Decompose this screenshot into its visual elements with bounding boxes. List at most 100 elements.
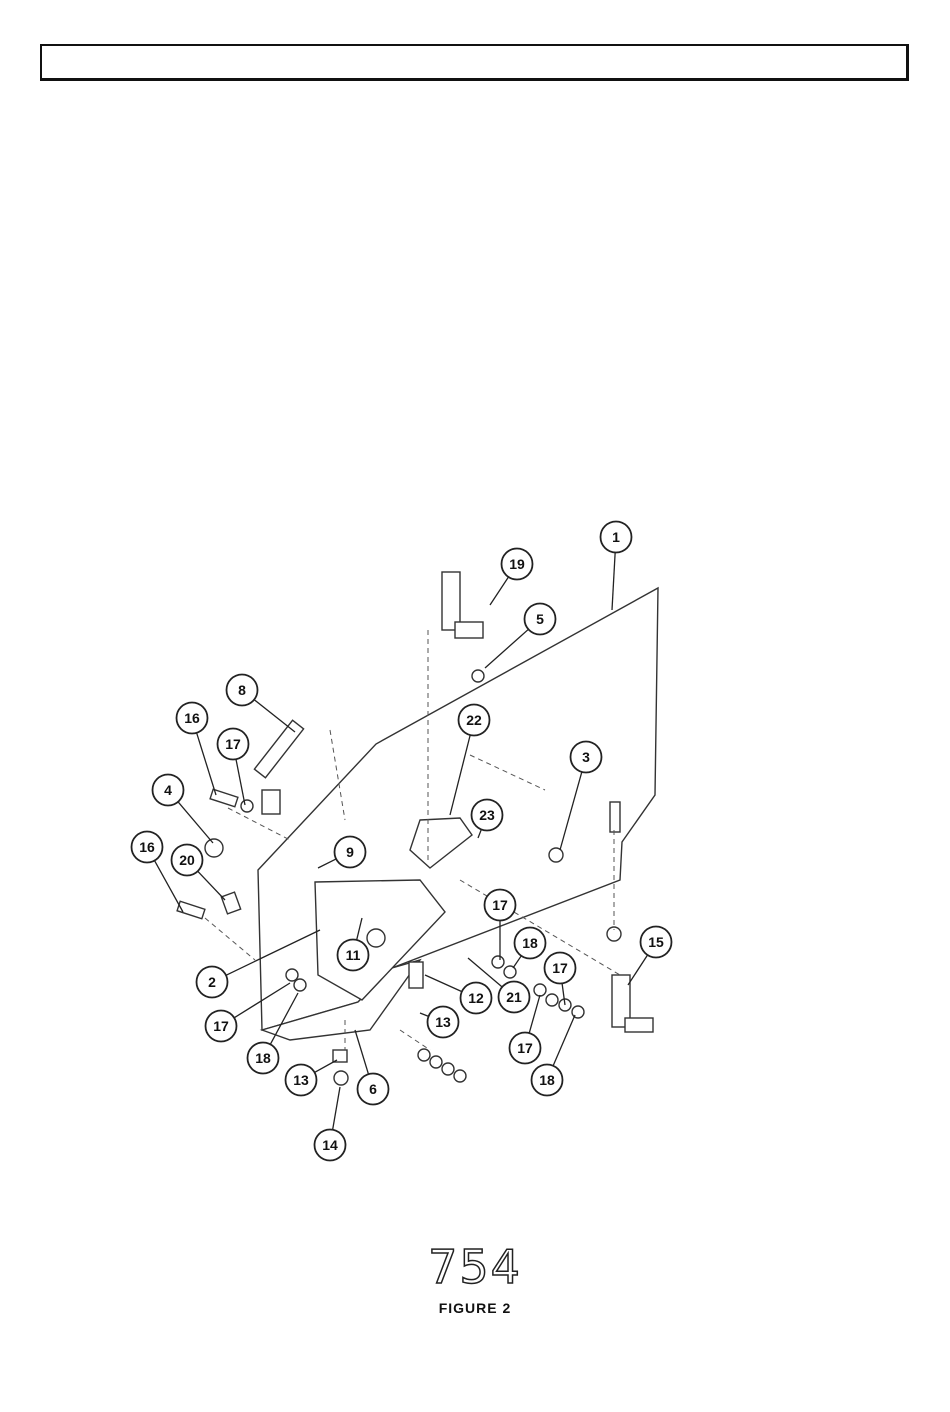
callout-4: 4	[153, 775, 184, 806]
washer-17-lower	[294, 979, 306, 991]
callout-label: 15	[648, 934, 664, 950]
callout-17: 17	[206, 1011, 237, 1042]
callout-label: 17	[552, 960, 568, 976]
callout-16: 16	[132, 832, 163, 863]
callout-6: 6	[358, 1074, 389, 1105]
callout-label: 14	[322, 1137, 338, 1153]
callout-leader-line	[315, 1060, 337, 1072]
callout-22: 22	[459, 705, 490, 736]
callout-1: 1	[601, 522, 632, 553]
gear-4	[205, 839, 223, 857]
callout-18: 18	[515, 928, 546, 959]
callout-23: 23	[472, 800, 503, 831]
roller-11	[367, 929, 385, 947]
callout-label: 18	[522, 935, 538, 951]
callout-leader-line	[513, 956, 521, 968]
nut-bottom-2	[430, 1056, 442, 1068]
callout-label: 17	[517, 1040, 533, 1056]
alignment-line	[400, 1030, 430, 1050]
callout-leader-line	[333, 1087, 340, 1130]
spacer-5	[472, 670, 484, 682]
callout-label: 16	[184, 710, 200, 726]
washer-right-3	[534, 984, 546, 996]
callout-17: 17	[218, 729, 249, 760]
callout-16: 16	[177, 703, 208, 734]
callout-8: 8	[227, 675, 258, 706]
spacer-20	[221, 892, 240, 914]
callout-18: 18	[532, 1065, 563, 1096]
callout-leader-line	[355, 1030, 368, 1074]
connector-19	[442, 572, 460, 630]
callout-17: 17	[510, 1033, 541, 1064]
callout-11: 11	[338, 940, 369, 971]
callout-leader-line	[553, 1015, 575, 1066]
callout-label: 11	[346, 947, 361, 963]
screw-16-top	[210, 789, 238, 807]
callout-leader-line	[490, 577, 508, 605]
callout-label: 17	[492, 897, 508, 913]
stud-right	[610, 802, 620, 832]
nut-bottom-1	[418, 1049, 430, 1061]
stud-12	[409, 962, 423, 988]
callout-20: 20	[172, 845, 203, 876]
callout-label: 22	[466, 712, 482, 728]
callout-5: 5	[525, 604, 556, 635]
callout-label: 5	[536, 611, 544, 627]
callout-3: 3	[571, 742, 602, 773]
callout-label: 3	[582, 749, 590, 765]
callout-leader-line	[485, 629, 528, 668]
callout-label: 13	[293, 1072, 309, 1088]
callout-14: 14	[315, 1130, 346, 1161]
callout-label: 23	[479, 807, 495, 823]
callout-leader-line	[529, 995, 540, 1033]
figure-caption: FIGURE 2	[0, 1300, 950, 1316]
callout-label: 13	[435, 1014, 451, 1030]
callout-leader-line	[628, 955, 648, 985]
alignment-line	[205, 918, 255, 960]
alignment-line	[228, 808, 290, 840]
callout-19: 19	[502, 549, 533, 580]
callout-18: 18	[248, 1043, 279, 1074]
washer-17	[241, 800, 253, 812]
callout-label: 17	[225, 736, 241, 752]
clip-13	[333, 1050, 347, 1062]
callout-label: 18	[539, 1072, 555, 1088]
callout-label: 1	[612, 529, 620, 545]
callout-12: 12	[461, 983, 492, 1014]
callout-label: 6	[369, 1081, 377, 1097]
callout-label: 20	[179, 852, 195, 868]
callout-17: 17	[485, 890, 516, 921]
nut-3	[549, 848, 563, 862]
callout-17: 17	[545, 953, 576, 984]
washer-right-4	[546, 994, 558, 1006]
callout-label: 19	[509, 556, 525, 572]
callout-9: 9	[335, 837, 366, 868]
connector-19-plug	[455, 622, 483, 638]
nut-14	[334, 1071, 348, 1085]
callout-leader-line	[178, 802, 213, 843]
callout-13: 13	[428, 1007, 459, 1038]
callout-label: 4	[164, 782, 172, 798]
callout-label: 16	[139, 839, 155, 855]
nut-bottom-4	[454, 1070, 466, 1082]
callout-leader-line	[198, 871, 225, 900]
callout-leader-line	[420, 1013, 429, 1016]
callout-label: 2	[208, 974, 216, 990]
callout-label: 21	[506, 989, 522, 1005]
callout-label: 17	[213, 1018, 229, 1034]
callout-2: 2	[197, 967, 228, 998]
washer-right-1	[492, 956, 504, 968]
callout-13: 13	[286, 1065, 317, 1096]
chain-link	[262, 790, 280, 814]
callout-label: 8	[238, 682, 246, 698]
callout-leader-line	[425, 975, 462, 992]
callout-label: 12	[468, 990, 484, 1006]
callout-label: 9	[346, 844, 354, 860]
nut-bottom-3	[442, 1063, 454, 1075]
callout-leader-line	[612, 552, 615, 610]
callout-label: 18	[255, 1050, 271, 1066]
callout-leader-line	[197, 733, 216, 795]
washer-right-2	[504, 966, 516, 978]
callout-leader-line	[254, 700, 295, 732]
